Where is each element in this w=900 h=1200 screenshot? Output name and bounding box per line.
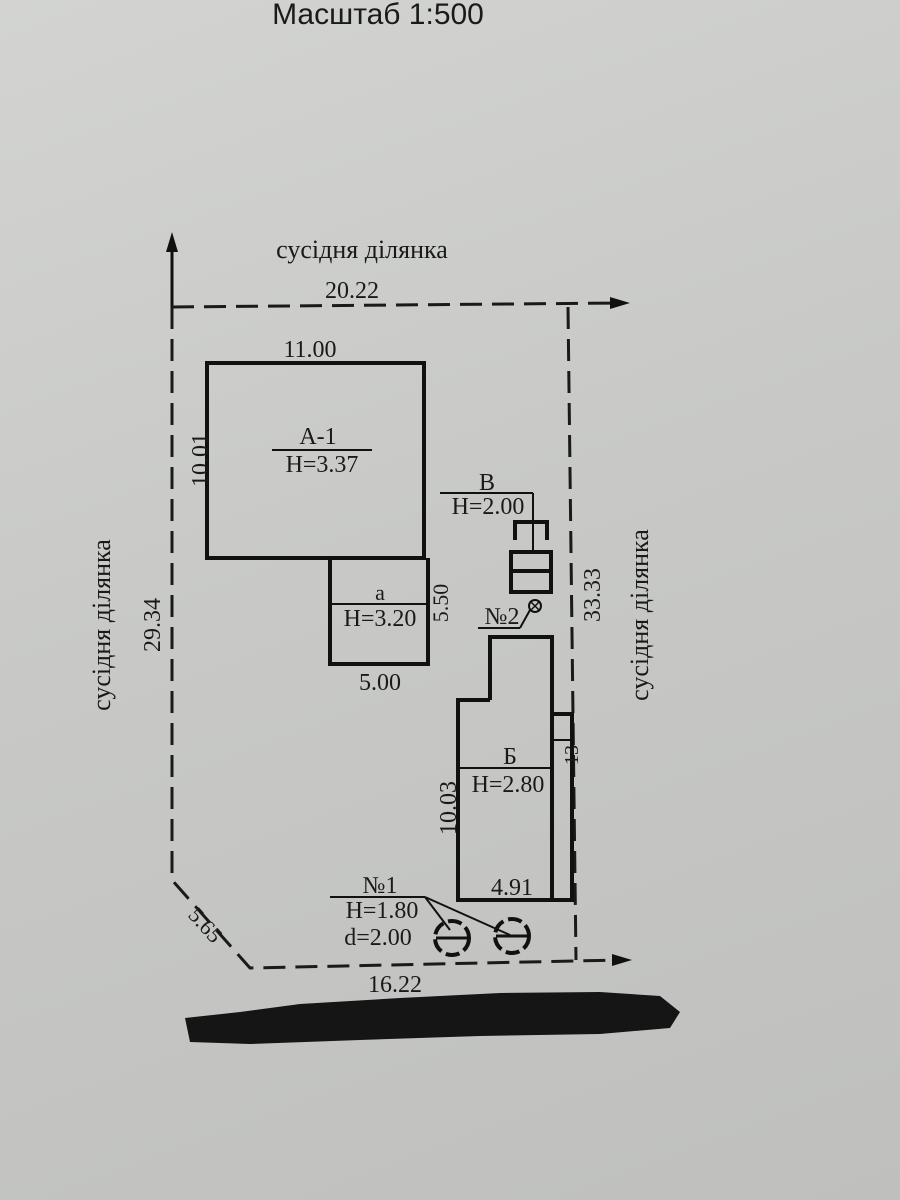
redaction-mark (185, 992, 680, 1044)
b-name: Б (503, 744, 517, 770)
b-width: 4.91 (491, 875, 533, 901)
neighbor-right-label: сусідня ділянка (625, 529, 654, 701)
neighbor-top-label: сусідня ділянка (276, 235, 448, 264)
no1-height: Н=1.80 (346, 898, 419, 924)
annex-a-depth: 5.50 (428, 584, 453, 623)
arrow-right-icon (612, 954, 632, 966)
boundary-top-length: 20.22 (325, 278, 379, 304)
building-a1: 11.00 10.01 А-1 Н=3.37 (188, 337, 426, 560)
tank-icon (433, 919, 471, 957)
b-height: Н=2.80 (472, 772, 545, 798)
boundary-left-length: 29.34 (140, 598, 166, 652)
a1-width: 11.00 (283, 337, 336, 363)
neighbor-left-label: сусідня ділянка (87, 539, 116, 711)
boundary-diagonal-length: 5.65 (183, 902, 227, 947)
a1-depth: 10.01 (188, 433, 214, 487)
annex-a-height: Н=3.20 (344, 606, 417, 632)
toilet-structure-icon (509, 520, 553, 594)
scale-title: Масштаб 1:500 (272, 0, 484, 31)
annex-a-name: а (375, 580, 385, 605)
building-v: В Н=2.00 (440, 470, 553, 594)
arrow-right-icon (610, 297, 630, 309)
annex-a: а Н=3.20 5.50 5.00 (328, 558, 453, 696)
no1-diameter: d=2.00 (344, 925, 412, 951)
no1-label: №1 (363, 873, 398, 899)
building-b: 13 Б Н=2.80 10.03 4.91 (436, 635, 583, 902)
a1-height: Н=3.37 (286, 452, 359, 478)
north-arrow-icon (166, 232, 178, 252)
no2-label: №2 (485, 604, 520, 630)
annex-a-width: 5.00 (359, 670, 401, 696)
plot-boundary (166, 232, 632, 970)
b-depth: 10.03 (436, 781, 462, 835)
b-side-mark: 13 (561, 745, 583, 765)
v-name: В (479, 470, 495, 496)
boundary-bottom-length: 16.22 (368, 972, 422, 998)
a1-name: А-1 (299, 424, 336, 450)
tank-icon (493, 917, 531, 955)
item-no1: №1 Н=1.80 d=2.00 (330, 873, 531, 957)
v-height: Н=2.00 (452, 494, 525, 520)
boundary-right-length: 33.33 (580, 568, 606, 622)
well-icon (528, 599, 542, 613)
